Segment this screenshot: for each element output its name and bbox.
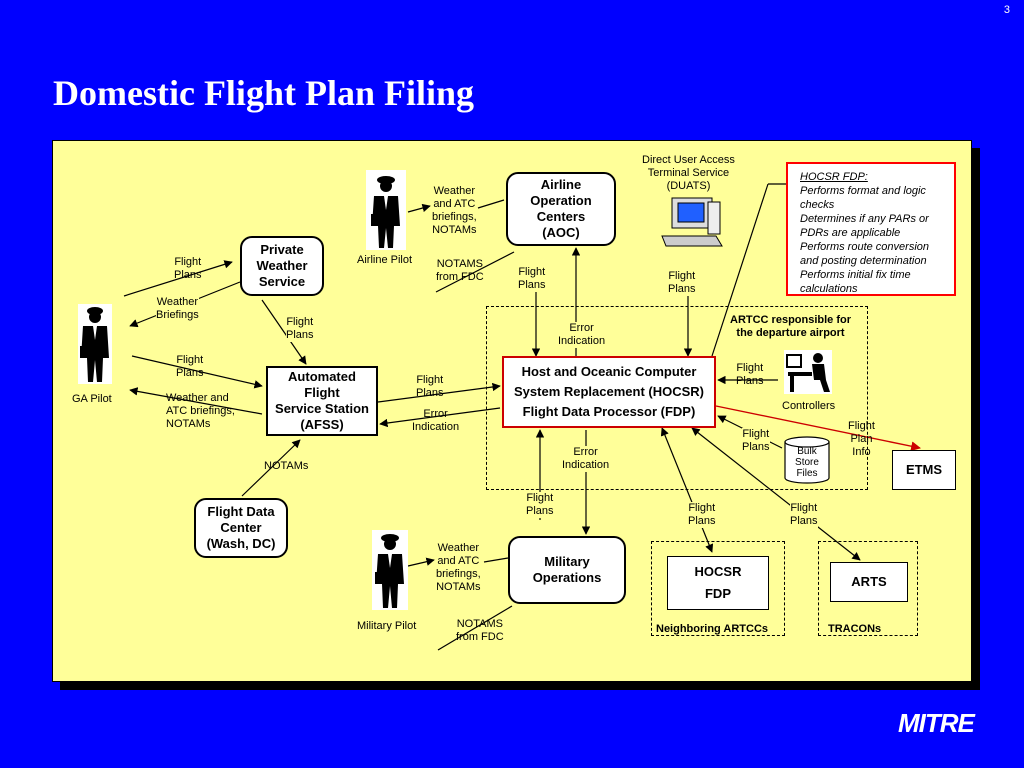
page-title: Domestic Flight Plan Filing: [53, 73, 474, 113]
edge-ga-afss-weather: [129, 387, 263, 415]
edge-fdc-afss: [241, 439, 301, 497]
fdc-node: Flight Data Center (Wash, DC): [194, 498, 288, 558]
afss-label: Automated Flight Service Station (AFSS): [275, 369, 369, 432]
edge-label-pws-afss-fp: Flight Plans: [286, 316, 314, 342]
edge-label-neighboring-fp: Flight Plans: [688, 502, 716, 528]
fdc-label: Flight Data Center (Wash, DC): [206, 504, 276, 551]
edge-label-aoc-error: Error Indication: [558, 322, 606, 348]
edge-ga-pws-fp: [123, 260, 233, 297]
edge-label-bulk-fp: Flight Plans: [742, 428, 770, 454]
edge-label-ga-afss-fp: Flight Plans: [176, 354, 204, 379]
pws-label: Private Weather Service: [256, 242, 308, 289]
edge-airline-weather: [407, 203, 431, 213]
hocsr-node: Host and Oceanic Computer System Replace…: [502, 356, 716, 428]
artcc-region: [486, 306, 868, 490]
tracons-region: [818, 541, 918, 636]
page-number: 3: [1003, 4, 1010, 16]
neighboring-region: [651, 541, 785, 636]
hocsr-line-1: Host and Oceanic Computer: [521, 364, 697, 379]
mitre-logo: MITRE: [898, 708, 975, 738]
hocsr-line-3: Flight Data Processor (FDP): [522, 404, 696, 419]
military-pilot-icon: [372, 530, 408, 610]
edge-label-mil-error: Error Indication: [562, 446, 610, 472]
note-line: Performs route conversion and posting de…: [800, 241, 929, 267]
pws-node: Private Weather Service: [240, 236, 324, 296]
hocsr-fdp-note: HOCSR FDP: Performs format and logic che…: [786, 162, 956, 296]
hocsr-fdp-label: HOCSR FDP: [694, 564, 742, 601]
edge-etms: [715, 405, 921, 452]
note-header: HOCSR FDP:: [800, 171, 868, 183]
ga-pilot-label: GA Pilot: [72, 393, 112, 405]
edge-afss-hocsr: [377, 382, 501, 403]
artcc-label: ARTCC responsible for the departure airp…: [730, 314, 852, 340]
etms-node: ETMS: [892, 450, 956, 490]
edge-label-airline-weather: Weather and ATC briefings, NOTAMs: [432, 185, 477, 236]
edge-label-fdc-notams: NOTAMs: [264, 460, 309, 472]
note-line: Performs format and logic checks: [800, 185, 926, 211]
edge-pws-afss: [261, 299, 307, 365]
military-node: Military Operations: [508, 536, 626, 604]
airline-pilot-icon: [366, 170, 406, 250]
edge-label-aoc-fp: Flight Plans: [518, 266, 546, 292]
edge-label-afss-hocsr-fp: Flight Plans: [416, 374, 444, 399]
hocsr-fdp-node: HOCSR FDP: [667, 556, 769, 610]
afss-node: Automated Flight Service Station (AFSS): [266, 366, 378, 436]
edge-mil-weather-tail: [483, 557, 509, 563]
military-pilot-label: Military Pilot: [357, 620, 417, 632]
tracons-label: TRACONs: [828, 623, 882, 635]
edge-label-controllers-fp: Flight Plans: [736, 362, 764, 387]
hocsr-line-2: System Replacement (HOCSR): [514, 384, 704, 399]
aoc-node: Airline Operation Centers (AOC): [506, 172, 616, 246]
edge-label-mil-notams: NOTAMS from FDC: [456, 618, 504, 643]
edge-label-mil-fp: Flight Plans: [526, 492, 554, 518]
edge-label-etms-info: Flight Plan Info: [848, 420, 875, 458]
edge-label-ga-pws-fp: Flight Plans: [174, 256, 202, 281]
arts-label: ARTS: [851, 574, 887, 589]
edge-label-airline-notams: NOTAMS from FDC: [436, 258, 484, 283]
edge-label-afss-error: Error Indication: [412, 408, 460, 433]
edge-mil-notams: [437, 605, 513, 651]
controllers-icon: [784, 350, 832, 394]
computer-icon: [661, 197, 723, 247]
airline-pilot-label: Airline Pilot: [357, 254, 413, 266]
controllers-label: Controllers: [782, 400, 836, 412]
edge-ga-afss-fp: [131, 355, 263, 389]
edge-airline-weather-tail: [477, 199, 505, 209]
edge-hocsr-afss: [379, 407, 501, 428]
neighboring-label: Neighboring ARTCCs: [656, 623, 769, 635]
edge-tracon: [691, 427, 861, 561]
duats-label: Direct User Access Terminal Service (DUA…: [642, 154, 735, 192]
military-label: Military Operations: [532, 554, 602, 585]
edge-mil-weather: [407, 557, 435, 567]
edge-airline-notams: [435, 251, 515, 293]
note-line: Determines if any PARs or PDRs are appli…: [800, 213, 929, 239]
ga-pilot-icon: [78, 304, 112, 384]
edge-note-pointer: [711, 183, 769, 357]
note-line: Performs initial fix time calculations: [800, 269, 911, 295]
arts-node: ARTS: [830, 562, 908, 602]
edge-label-mil-weather: Weather and ATC briefings, NOTAMs: [436, 542, 481, 593]
edge-label-ga-afss-weather: Weather and ATC briefings, NOTAMs: [166, 392, 235, 430]
edge-label-ga-pws-weather: Weather Briefings: [156, 296, 199, 322]
bulk-store-label: Bulk Store Files: [795, 446, 819, 479]
etms-label: ETMS: [905, 462, 943, 477]
aoc-label: Airline Operation Centers (AOC): [530, 177, 592, 240]
edge-label-duats-fp: Flight Plans: [668, 270, 696, 296]
bulk-store-icon: [784, 436, 830, 484]
edge-label-tracon-fp: Flight Plans: [790, 502, 818, 528]
